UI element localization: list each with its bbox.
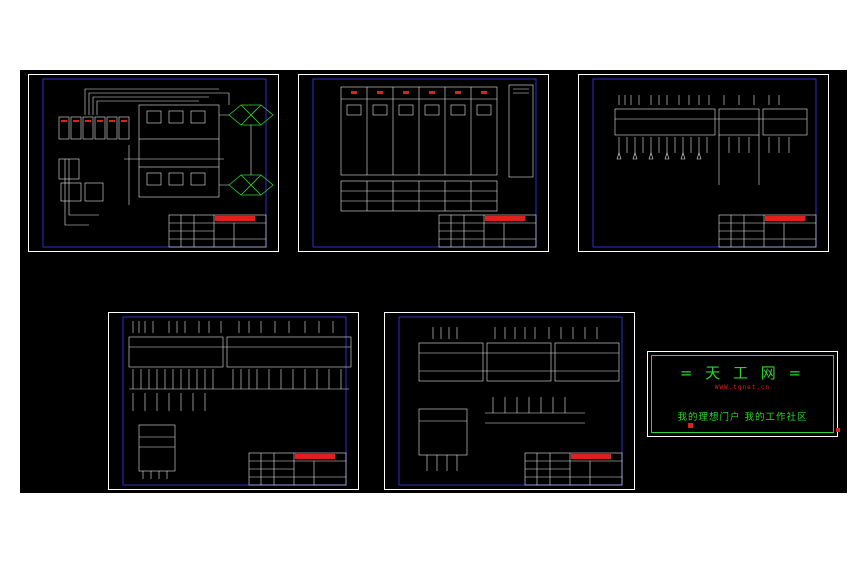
banner-url: WWW.tgnet.cn xyxy=(714,384,771,391)
drawing-sheet-wiring-3[interactable] xyxy=(384,312,635,490)
ucs-marker-icon xyxy=(836,428,840,432)
drawing-sheet-wiring-2[interactable] xyxy=(108,312,359,490)
cabinet-diagram xyxy=(312,78,537,248)
drawing-sheet-process[interactable] xyxy=(28,74,279,252)
banner-mark-icon xyxy=(688,423,693,428)
banner-inner-frame: = 天 工 网 = WWW.tgnet.cn 我的理想门户 我的工作社区 xyxy=(651,355,834,433)
cad-model-space[interactable]: = 天 工 网 = WWW.tgnet.cn 我的理想门户 我的工作社区 xyxy=(20,70,847,493)
drawing-sheet-wiring-1[interactable] xyxy=(578,74,829,252)
process-diagram xyxy=(42,78,274,248)
banner-title: = 天 工 网 = xyxy=(679,364,806,382)
wiring-diagram-1 xyxy=(592,78,817,248)
drawing-sheet-cabinet[interactable] xyxy=(298,74,549,252)
wiring-diagram-2 xyxy=(122,316,352,486)
banner-slogan: 我的理想门户 我的工作社区 xyxy=(677,412,808,423)
wiring-diagram-3 xyxy=(398,316,623,486)
tgnet-banner: = 天 工 网 = WWW.tgnet.cn 我的理想门户 我的工作社区 xyxy=(647,351,838,437)
